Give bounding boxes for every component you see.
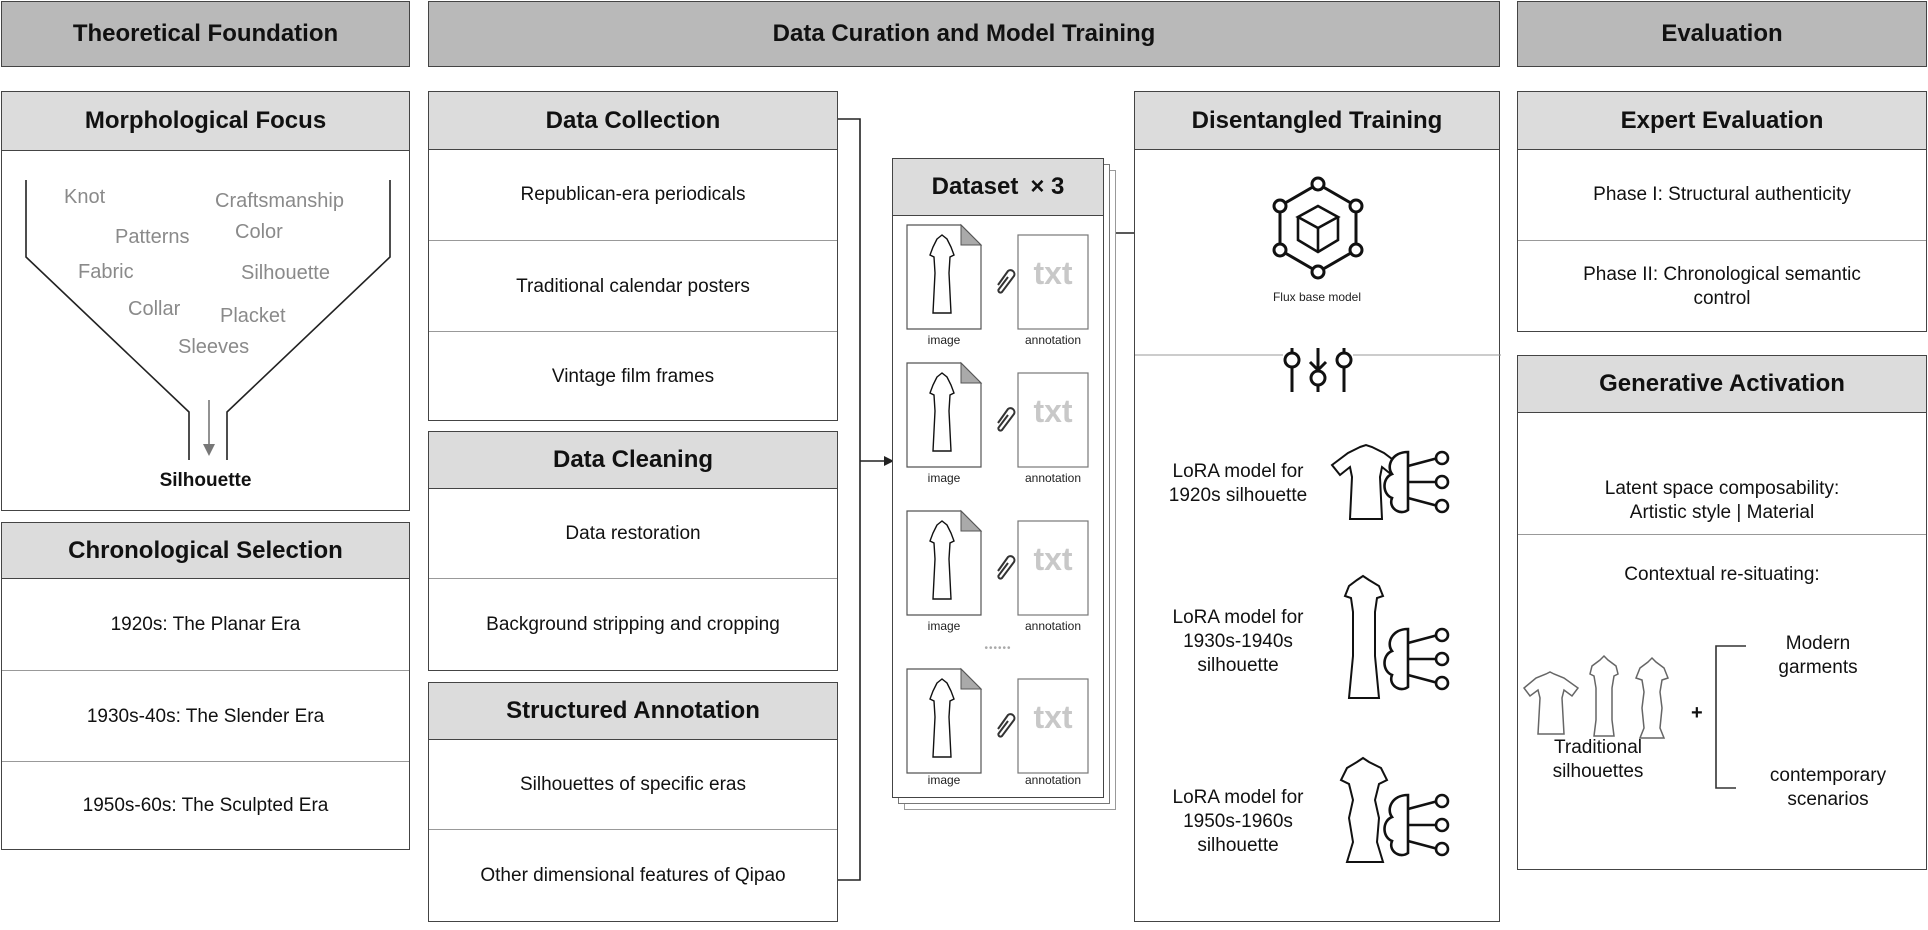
annotation-label: annotation — [1024, 471, 1082, 485]
section-divider — [1518, 534, 1926, 535]
modern-garments-label: Modern garments — [1778, 633, 1858, 678]
funnel-icon — [25, 180, 391, 460]
lora-network-icon — [1383, 793, 1450, 857]
image-label: image — [927, 333, 961, 347]
latent-space-line2: Artistic style | Material — [1629, 502, 1815, 523]
keyword-craftsmanship: Craftsmanship — [215, 190, 344, 212]
resituating-graphics — [1522, 645, 1746, 789]
dataset-title: Dataset × 3 — [893, 159, 1103, 216]
lora-1920s-label: LoRA model for 1920s silhouette — [1168, 461, 1308, 506]
keyword-fabric: Fabric — [78, 261, 134, 283]
garment-1950s-icon — [1339, 756, 1389, 863]
morphological-focus-panel: Morphological Focus Knot Craftsmanship P… — [1, 91, 410, 511]
garment-1920s-icon — [1330, 443, 1402, 520]
ellipsis-indicator: •••••• — [984, 643, 1012, 654]
keyword-silhouette: Silhouette — [241, 262, 330, 284]
generative-activation-panel: Generative Activation Latent space compo… — [1517, 355, 1927, 870]
lora-network-icon — [1383, 627, 1450, 691]
latent-space-line1: Latent space composability: — [1604, 478, 1840, 500]
column-header-evaluation: Evaluation — [1517, 1, 1927, 67]
traditional-garments-icon — [1522, 654, 1669, 739]
contextual-resituating-label: Contextual re-situating: — [1624, 564, 1820, 585]
image-label: image — [927, 773, 961, 787]
contemporary-scenarios-label: contemporary scenarios — [1769, 765, 1887, 810]
dataset-sample-3 — [906, 509, 1089, 616]
evaluation-phase-item: Phase II: Chronological semantic control — [1518, 240, 1926, 332]
chronological-selection-title: Chronological Selection — [2, 523, 409, 579]
data-cleaning-title: Data Cleaning — [429, 432, 837, 489]
dataset-sample-2 — [906, 361, 1089, 468]
adjust-sliders-icon — [1283, 348, 1353, 392]
dataset-items-graphic — [906, 223, 1089, 774]
generative-activation-title: Generative Activation — [1518, 356, 1926, 413]
morphological-focus-title: Morphological Focus — [2, 92, 409, 151]
structured-annotation-panel: Structured Annotation Silhouettes of spe… — [428, 682, 838, 922]
collection-source-item: Traditional calendar posters — [429, 240, 837, 332]
expert-evaluation-title: Expert Evaluation — [1518, 92, 1926, 150]
keyword-knot: Knot — [64, 186, 106, 208]
lora-network-icon — [1383, 450, 1450, 514]
data-collection-title: Data Collection — [429, 92, 837, 150]
disentangled-training-panel: Disentangled Training — [1134, 91, 1501, 922]
keyword-color: Color — [235, 221, 283, 243]
annotation-item: Other dimensional features of Qipao — [429, 829, 837, 922]
image-label: image — [927, 619, 961, 633]
funnel-output-label: Silhouette — [159, 470, 252, 491]
data-collection-panel: Data Collection Republican-era periodica… — [428, 91, 838, 421]
annotation-label: annotation — [1024, 619, 1082, 633]
dataset-multiplier: × 3 — [1030, 173, 1065, 200]
disentangled-training-title: Disentangled Training — [1135, 92, 1499, 150]
traditional-silhouettes-label: Traditional silhouettes — [1552, 737, 1644, 782]
data-cleaning-panel: Data Cleaning Data restoration Backgroun… — [428, 431, 838, 671]
evaluation-phase-item: Phase I: Structural authenticity — [1593, 184, 1851, 206]
latent-space-section: Latent space composability: Artistic sty… — [1518, 413, 1926, 589]
era-item: 1950s-60s: The Sculpted Era — [2, 761, 409, 850]
txt-file-icon: txt — [1033, 541, 1073, 577]
dataset-panel: Dataset × 3 — [892, 158, 1104, 798]
era-item: 1920s: The Planar Era — [110, 613, 301, 635]
dataset-sample-4 — [906, 667, 1089, 774]
dataset-sample-1 — [906, 223, 1089, 330]
base-model-icon — [1272, 176, 1364, 280]
base-model-label: Flux base model — [1272, 290, 1362, 304]
expert-evaluation-panel: Expert Evaluation Phase I: Structural au… — [1517, 91, 1927, 332]
structured-annotation-title: Structured Annotation — [429, 683, 837, 740]
column-header-theory: Theoretical Foundation — [1, 1, 410, 67]
keyword-collar: Collar — [128, 298, 181, 320]
keyword-patterns: Patterns — [115, 226, 190, 248]
chronological-selection-panel: Chronological Selection 1920s: The Plana… — [1, 522, 410, 850]
era-item: 1930s-40s: The Slender Era — [2, 670, 409, 762]
keyword-placket: Placket — [220, 305, 286, 327]
plus-sign: + — [1691, 702, 1703, 724]
txt-file-icon: txt — [1033, 699, 1073, 735]
annotation-label: annotation — [1024, 333, 1082, 347]
training-graphics — [1135, 176, 1501, 863]
lora-1930s-label: LoRA model for 1930s-1940s silhouette — [1172, 607, 1304, 676]
collection-source-item: Republican-era periodicals — [520, 184, 746, 206]
garment-1930s-icon — [1343, 574, 1385, 699]
lora-1950s-label: LoRA model for 1950s-1960s silhouette — [1172, 787, 1304, 856]
keyword-sleeves: Sleeves — [178, 336, 250, 358]
dataset-title-text: Dataset — [931, 173, 1019, 200]
cleaning-step-item: Data restoration — [565, 522, 701, 544]
annotation-label: annotation — [1024, 773, 1082, 787]
collection-source-item: Vintage film frames — [429, 331, 837, 421]
annotation-item: Silhouettes of specific eras — [519, 773, 746, 795]
image-label: image — [927, 471, 961, 485]
column-header-curation: Data Curation and Model Training — [428, 1, 1500, 67]
txt-file-icon: txt — [1033, 393, 1073, 429]
cleaning-step-item: Background stripping and cropping — [429, 578, 837, 671]
txt-file-icon: txt — [1033, 255, 1073, 291]
